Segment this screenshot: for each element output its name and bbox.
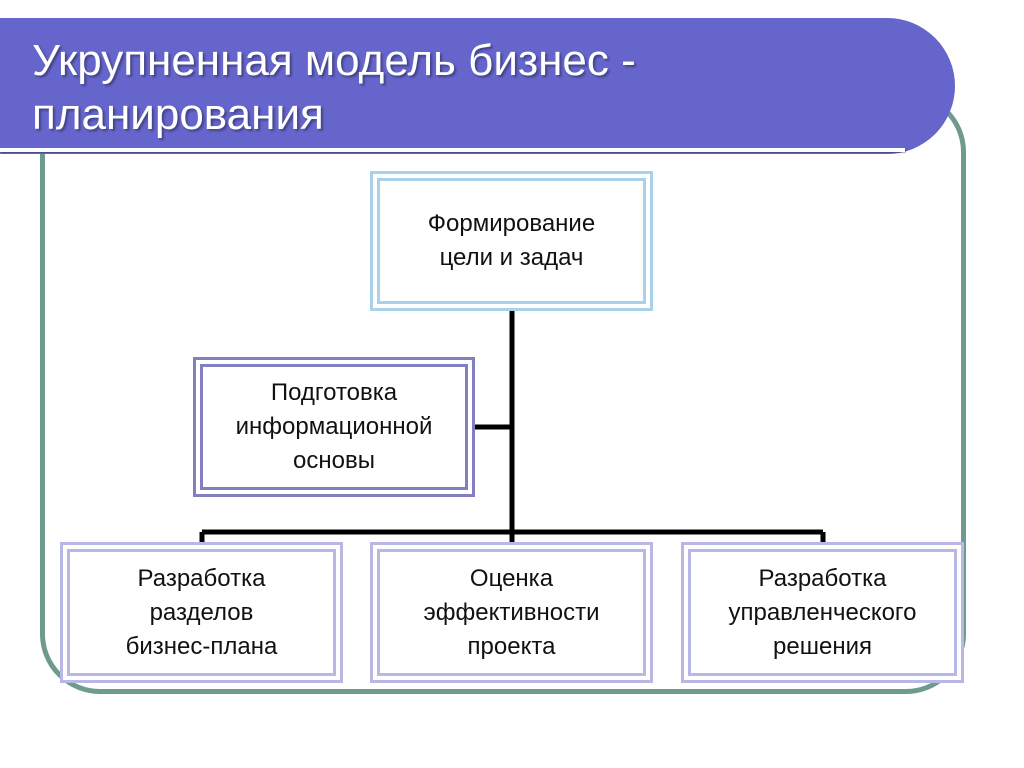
title-underline: [0, 148, 905, 152]
node-information-base-label: Подготовка информационной основы: [235, 379, 433, 474]
node-management-decision-label: Разработка управленческого решения: [728, 564, 917, 660]
node-plan-sections: Разработка разделов бизнес-плана: [60, 542, 343, 683]
slide-title-line2: планирования: [32, 90, 324, 139]
node-goal-formation-label: Формирование цели и задач: [427, 210, 596, 271]
node-plan-sections-label: Разработка разделов бизнес-плана: [125, 564, 278, 660]
node-goal-formation: Формирование цели и задач: [370, 171, 653, 311]
node-management-decision: Разработка управленческого решения: [681, 542, 964, 683]
node-information-base: Подготовка информационной основы: [193, 357, 475, 497]
slide-title-line1: Укрупненная модель бизнес -: [32, 36, 636, 85]
slide-title: Укрупненная модель бизнес - планирования: [32, 34, 932, 142]
title-band: Укрупненная модель бизнес - планирования: [0, 18, 955, 154]
node-efficiency-assessment: Оценка эффективности проекта: [370, 542, 653, 683]
node-efficiency-assessment-label: Оценка эффективности проекта: [423, 564, 600, 660]
